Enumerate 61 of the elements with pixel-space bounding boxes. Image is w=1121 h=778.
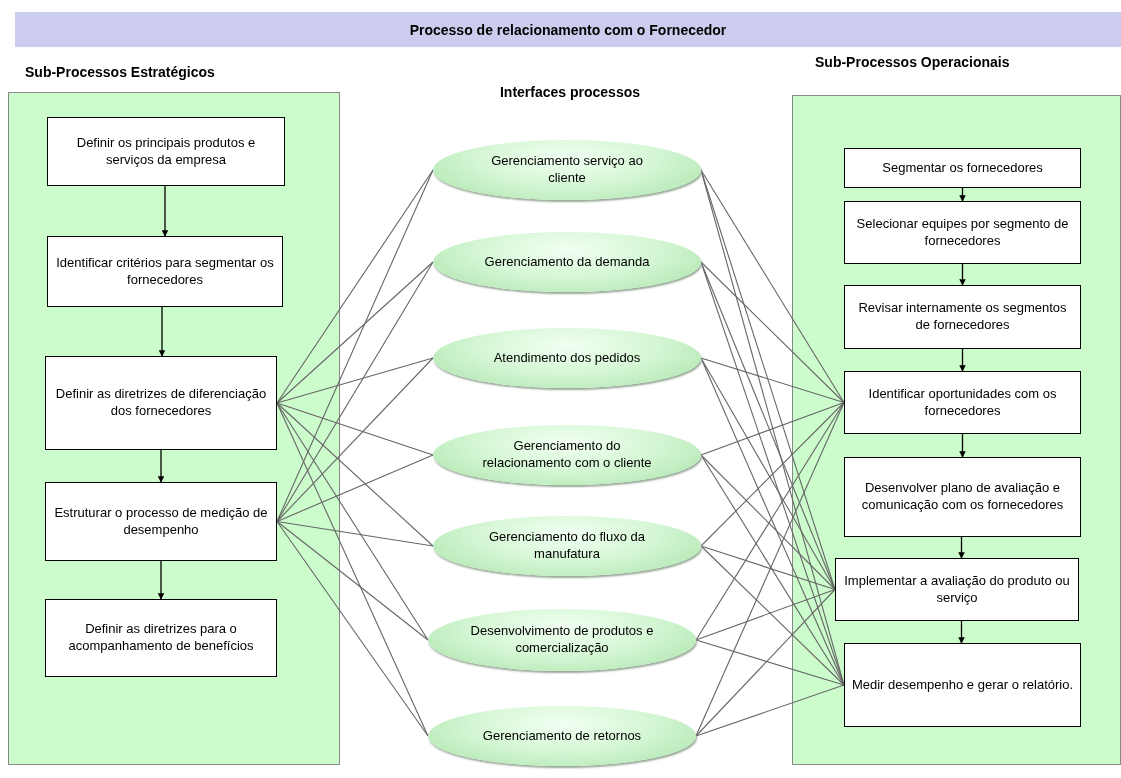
connector-line: [276, 261, 434, 404]
process-box: Estruturar o processo de medição de desempenho: [45, 482, 277, 561]
process-box: Identificar critérios para segmentar os fornecedores: [47, 236, 283, 307]
connector-line: [276, 520, 434, 547]
arrow: [157, 449, 165, 483]
connector-line: [276, 261, 434, 523]
arrow: [959, 433, 966, 458]
process-box: Identificar oportunidades com os fornecedores: [844, 371, 1081, 434]
connector-line: [276, 402, 434, 547]
process-ellipse: Desenvolvimento de produtos e comercialização: [428, 609, 696, 671]
arrow: [959, 348, 966, 372]
connector-line: [695, 401, 845, 737]
connector-line: [695, 588, 836, 737]
connector-line: [700, 357, 836, 591]
connector-line: [276, 402, 429, 641]
column-heading: Interfaces processos: [498, 84, 642, 100]
connector-line: [700, 545, 836, 591]
connector-line: [276, 402, 434, 456]
connector-line: [276, 402, 429, 737]
arrow: [161, 185, 169, 237]
process-box: Definir os principais produtos e serviços da empresa: [47, 117, 285, 186]
panel-heading: Sub-Processos Estratégicos: [25, 64, 215, 80]
arrow: [958, 620, 965, 644]
process-box: Definir as diretrizes para o acompanhamento de benefícios: [45, 599, 277, 677]
connector-line: [700, 401, 845, 456]
process-box: Definir as diretrizes de diferenciação dos fornecedores: [45, 356, 277, 450]
panel-heading: Sub-Processos Operacionais: [815, 54, 1010, 70]
connector-line: [276, 169, 434, 404]
arrow: [959, 187, 966, 202]
arrow: [959, 263, 966, 286]
connector-line: [700, 401, 845, 547]
connector-line: [700, 169, 845, 404]
connector-line: [695, 588, 836, 641]
connector-line: [700, 545, 845, 686]
connector-line: [700, 454, 836, 591]
process-box: Revisar internamente os segmentos de fornecedores: [844, 285, 1081, 349]
process-box: Implementar a avaliação do produto ou serviço: [835, 558, 1079, 621]
connector-line: [700, 357, 845, 404]
process-box: Selecionar equipes por segmento de fornecedores: [844, 201, 1081, 264]
process-ellipse: Gerenciamento do fluxo da manufatura: [433, 516, 701, 576]
connector-line: [276, 454, 434, 523]
connector-line: [695, 639, 845, 686]
connector-line: [695, 684, 845, 737]
process-ellipse: Gerenciamento da demanda: [433, 232, 701, 292]
connector-line: [700, 454, 845, 686]
arrow: [157, 560, 165, 600]
connector-line: [276, 520, 429, 641]
process-ellipse: Gerenciamento de retornos: [428, 706, 696, 766]
arrow: [958, 536, 965, 559]
process-ellipse: Gerenciamento serviço ao cliente: [433, 140, 701, 200]
arrow: [158, 306, 166, 357]
connector-line: [276, 357, 434, 523]
process-ellipse: Gerenciamento do relacionamento com o cliente: [433, 425, 701, 485]
process-box: Medir desempenho e gerar o relatório.: [844, 643, 1081, 727]
title-banner: Processo de relacionamento com o Fornecedor: [15, 12, 1121, 47]
process-ellipse: Atendimento dos pedidos: [433, 328, 701, 388]
connector-line: [276, 520, 429, 737]
process-box: Desenvolver plano de avaliação e comunicação com os fornecedores: [844, 457, 1081, 537]
connector-line: [700, 261, 845, 404]
connector-line: [276, 357, 434, 404]
process-box: Segmentar os fornecedores: [844, 148, 1081, 188]
